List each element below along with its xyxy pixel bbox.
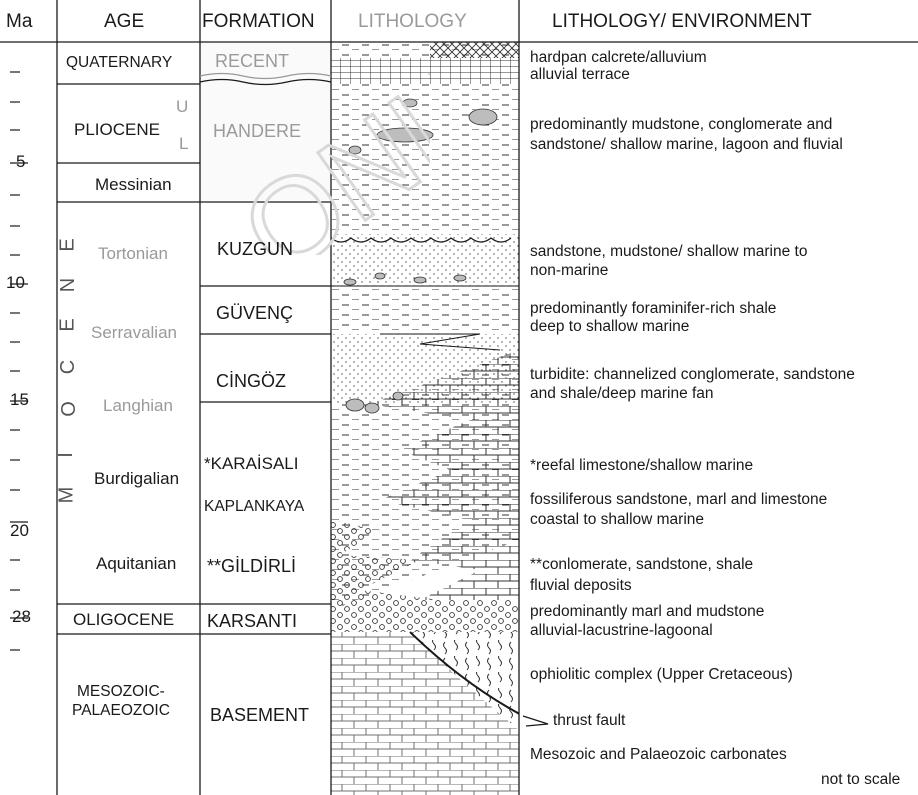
env-recent-2: alluvial terrace — [530, 66, 630, 83]
age-pliocene-lower: L — [179, 134, 189, 153]
formation-basement: BASEMENT — [210, 705, 310, 725]
age-langhian: Langhian — [103, 396, 173, 415]
miocene-letter-6: N — [57, 277, 80, 293]
miocene-letter-4: C — [57, 359, 80, 375]
recent-formation-shade — [200, 42, 330, 200]
formation-gildirli: **GİLDİRLİ — [207, 556, 297, 576]
lith-guvenc-shale — [331, 286, 519, 334]
env-carbonates: Mesozoic and Palaeozoic carbonates — [530, 746, 787, 763]
header-ma: Ma — [6, 11, 33, 32]
env-kuzgun-2: non-marine — [530, 262, 609, 279]
miocene-letter-3: O — [57, 401, 80, 417]
env-handere-2: sandstone/ shallow marine, lagoon and fl… — [530, 136, 843, 153]
formation-cingoz: CİNGÖZ — [216, 371, 286, 391]
formation-recent: RECENT — [215, 51, 290, 71]
ma-label-10: 10 — [6, 273, 25, 292]
env-guvenc-2: deep to shallow marine — [530, 318, 690, 335]
miocene-letter-7: E — [56, 238, 79, 252]
env-thrust: thrust fault — [553, 712, 626, 729]
age-mesozoic-1: MESOZOIC- — [77, 683, 165, 700]
age-messinian: Messinian — [95, 175, 172, 194]
formation-karsanti: KARSANTI — [207, 611, 298, 631]
env-gildirli-1: **conlomerate, sandstone, shale — [530, 556, 754, 573]
lith-karsanti — [331, 600, 519, 632]
lith-karaisali-limestone — [370, 350, 519, 600]
lithology-column — [331, 42, 519, 795]
formation-karaisali: *KARAİSALI — [204, 454, 299, 473]
ma-ticks — [10, 71, 28, 651]
formation-guvenc: GÜVENÇ — [216, 303, 294, 323]
env-cingoz-1: turbidite: channelized conglomerate, san… — [530, 366, 855, 383]
env-kaplankaya-2: coastal to shallow marine — [530, 511, 705, 528]
env-handere-1: predominantly mudstone, conglomerate and — [530, 116, 833, 133]
ma-label-5: 5 — [16, 152, 26, 171]
age-burdigalian: Burdigalian — [94, 469, 180, 488]
header-age: AGE — [104, 11, 145, 32]
miocene-letter-1: M — [55, 486, 78, 504]
thrust-arrow — [522, 715, 549, 727]
formation-handere: HANDERE — [213, 121, 302, 141]
ma-label-20: 20 — [10, 521, 29, 540]
env-ophiolite: ophiolitic complex (Upper Cretaceous) — [530, 666, 793, 683]
age-tortonian: Tortonian — [98, 244, 168, 263]
not-to-scale-note: not to scale — [821, 771, 901, 788]
age-pliocene: PLIOCENE — [74, 120, 160, 139]
formation-kaplankaya: KAPLANKAYA — [204, 498, 305, 515]
env-karaisali: *reefal limestone/shallow marine — [530, 457, 754, 474]
lith-calcrete — [331, 58, 519, 84]
age-pliocene-upper: U — [176, 97, 189, 116]
age-mesozoic-2: PALAEOZOIC — [72, 702, 170, 719]
header-environment: LITHOLOGY/ ENVIRONMENT — [552, 11, 812, 32]
ma-label-28: 28 — [12, 607, 31, 626]
env-kuzgun-1: sandstone, mudstone/ shallow marine to — [530, 243, 808, 260]
age-oligocene: OLIGOCENE — [73, 610, 175, 629]
formation-kuzgun: KUZGUN — [217, 239, 293, 259]
lith-handere-mudstone — [331, 84, 519, 234]
header-lithology: LITHOLOGY — [358, 11, 467, 32]
miocene-letter-5: E — [56, 318, 79, 332]
env-kaplankaya-1: fossiliferous sandstone, marl and limest… — [530, 491, 828, 508]
age-aquitanian: Aquitanian — [96, 554, 177, 573]
lith-gildirli-conglomerate — [331, 520, 440, 600]
pebbles — [343, 98, 498, 414]
env-gildirli-2: fluvial deposits — [530, 577, 632, 594]
age-serravalian: Serravalian — [91, 323, 177, 342]
header-formation: FORMATION — [202, 11, 315, 32]
age-quaternary: QUATERNARY — [66, 54, 173, 71]
miocene-letter-2: I — [54, 452, 77, 458]
lith-kuzgun-sandstone — [331, 234, 519, 286]
env-karsanti-2: alluvial-lacustrine-lagoonal — [530, 622, 713, 639]
env-guvenc-1: predominantly foraminifer-rich shale — [530, 300, 777, 317]
env-karsanti-1: predominantly marl and mudstone — [530, 603, 765, 620]
env-cingoz-2: and shale/deep marine fan — [530, 385, 714, 402]
env-recent-1: hardpan calcrete/alluvium — [530, 49, 707, 66]
thrust-fault-line — [409, 631, 519, 715]
lith-alluvium — [430, 42, 519, 58]
ma-label-15: 15 — [10, 390, 29, 409]
